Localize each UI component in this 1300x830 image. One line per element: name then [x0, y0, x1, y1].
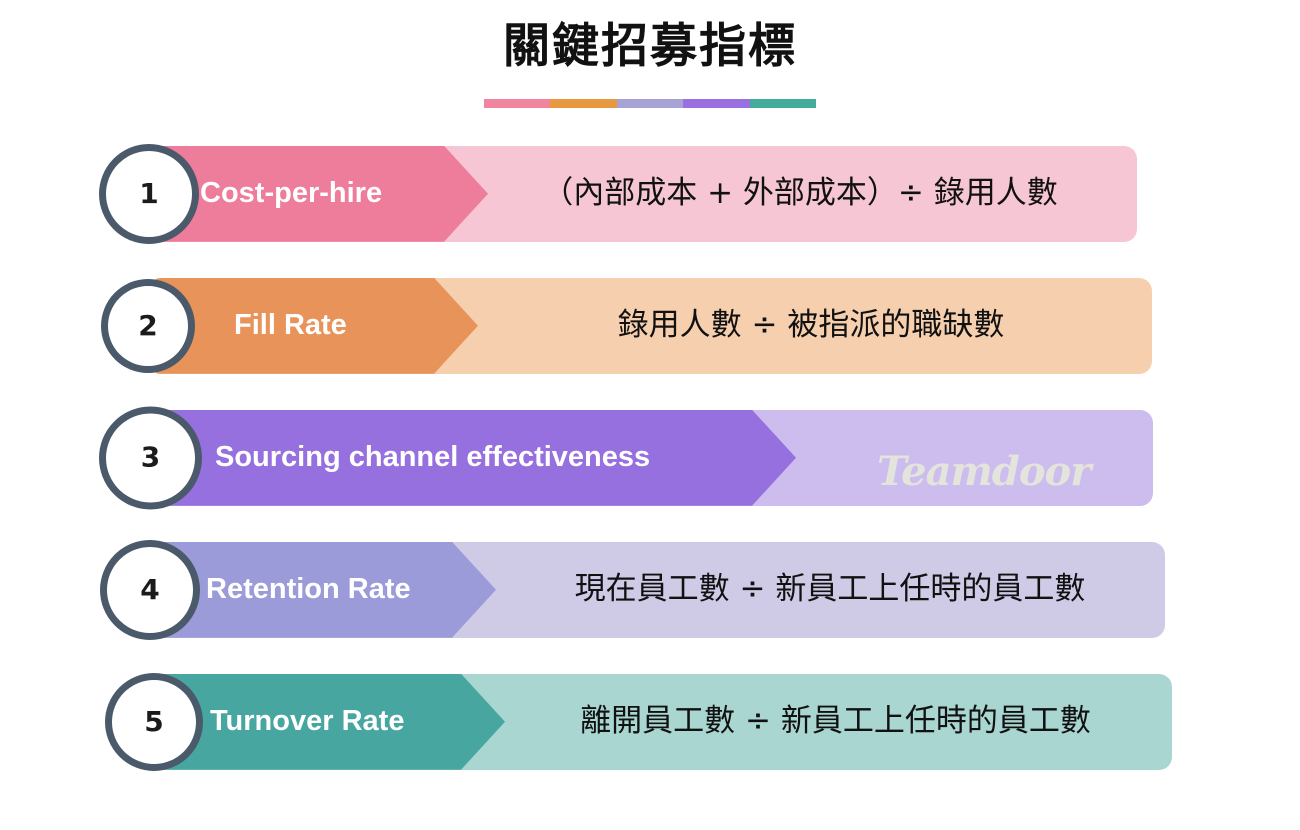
page-title: 關鍵招募指標: [503, 19, 797, 74]
metric-label: Turnover Rate: [210, 705, 405, 738]
metric-label: Fill Rate: [234, 309, 347, 342]
rule-segment-5: [749, 98, 817, 108]
metric-number-badge: 2: [101, 278, 195, 373]
metric-label: Sourcing channel effectiveness: [215, 441, 651, 474]
metric-number-badge: 4: [100, 539, 200, 640]
rule-segment-3: [616, 98, 684, 108]
metric-number: 3: [140, 440, 161, 474]
metric-row: Turnover Rate 離開員工數 ÷ 新員工上任時的員工數 5: [0, 672, 1300, 771]
metric-number: 1: [139, 176, 159, 210]
metric-number: 4: [140, 572, 160, 606]
metric-number-badge: 3: [99, 406, 202, 510]
metric-label-arrow[interactable]: Cost-per-hire: [148, 146, 488, 242]
metric-list: Cost-per-hire （內部成本 + 外部成本）÷ 錄用人數 1 Fill…: [0, 143, 1300, 771]
metric-number-badge: 5: [105, 672, 203, 771]
infographic-header: 關鍵招募指標: [0, 0, 1300, 108]
metric-label: Retention Rate: [206, 573, 411, 606]
metric-formula: 現在員工數 ÷ 新員工上任時的員工數: [574, 571, 1086, 608]
metric-row: Retention Rate 現在員工數 ÷ 新員工上任時的員工數 4: [0, 539, 1300, 640]
metric-label-arrow[interactable]: Sourcing channel effectiveness: [148, 410, 796, 506]
metric-label: Cost-per-hire: [200, 177, 383, 210]
metric-number-badge: 1: [99, 143, 199, 244]
rule-segment-2: [550, 98, 617, 108]
metric-formula: （內部成本 + 外部成本）÷ 錄用人數: [542, 175, 1058, 212]
metric-formula: 錄用人數 ÷ 被指派的職缺數: [617, 307, 1005, 344]
metric-label-arrow[interactable]: Fill Rate: [148, 278, 478, 374]
metric-number: 2: [138, 308, 158, 342]
metric-label-arrow[interactable]: Retention Rate: [148, 542, 496, 638]
metric-formula: 離開員工數 ÷ 新員工上任時的員工數: [580, 703, 1091, 740]
rule-segment-4: [683, 98, 750, 108]
metric-number: 5: [144, 704, 164, 738]
metric-row: Cost-per-hire （內部成本 + 外部成本）÷ 錄用人數 1: [0, 143, 1300, 244]
title-color-rule: [484, 98, 817, 108]
metric-label-arrow[interactable]: Turnover Rate: [148, 674, 505, 770]
metric-row: Sourcing channel effectiveness Teamdoor …: [0, 406, 1300, 510]
metric-row: Fill Rate 錄用人數 ÷ 被指派的職缺數 2: [0, 277, 1300, 374]
teamdoor-watermark: Teamdoor: [877, 447, 1091, 495]
rule-segment-1: [484, 98, 551, 108]
